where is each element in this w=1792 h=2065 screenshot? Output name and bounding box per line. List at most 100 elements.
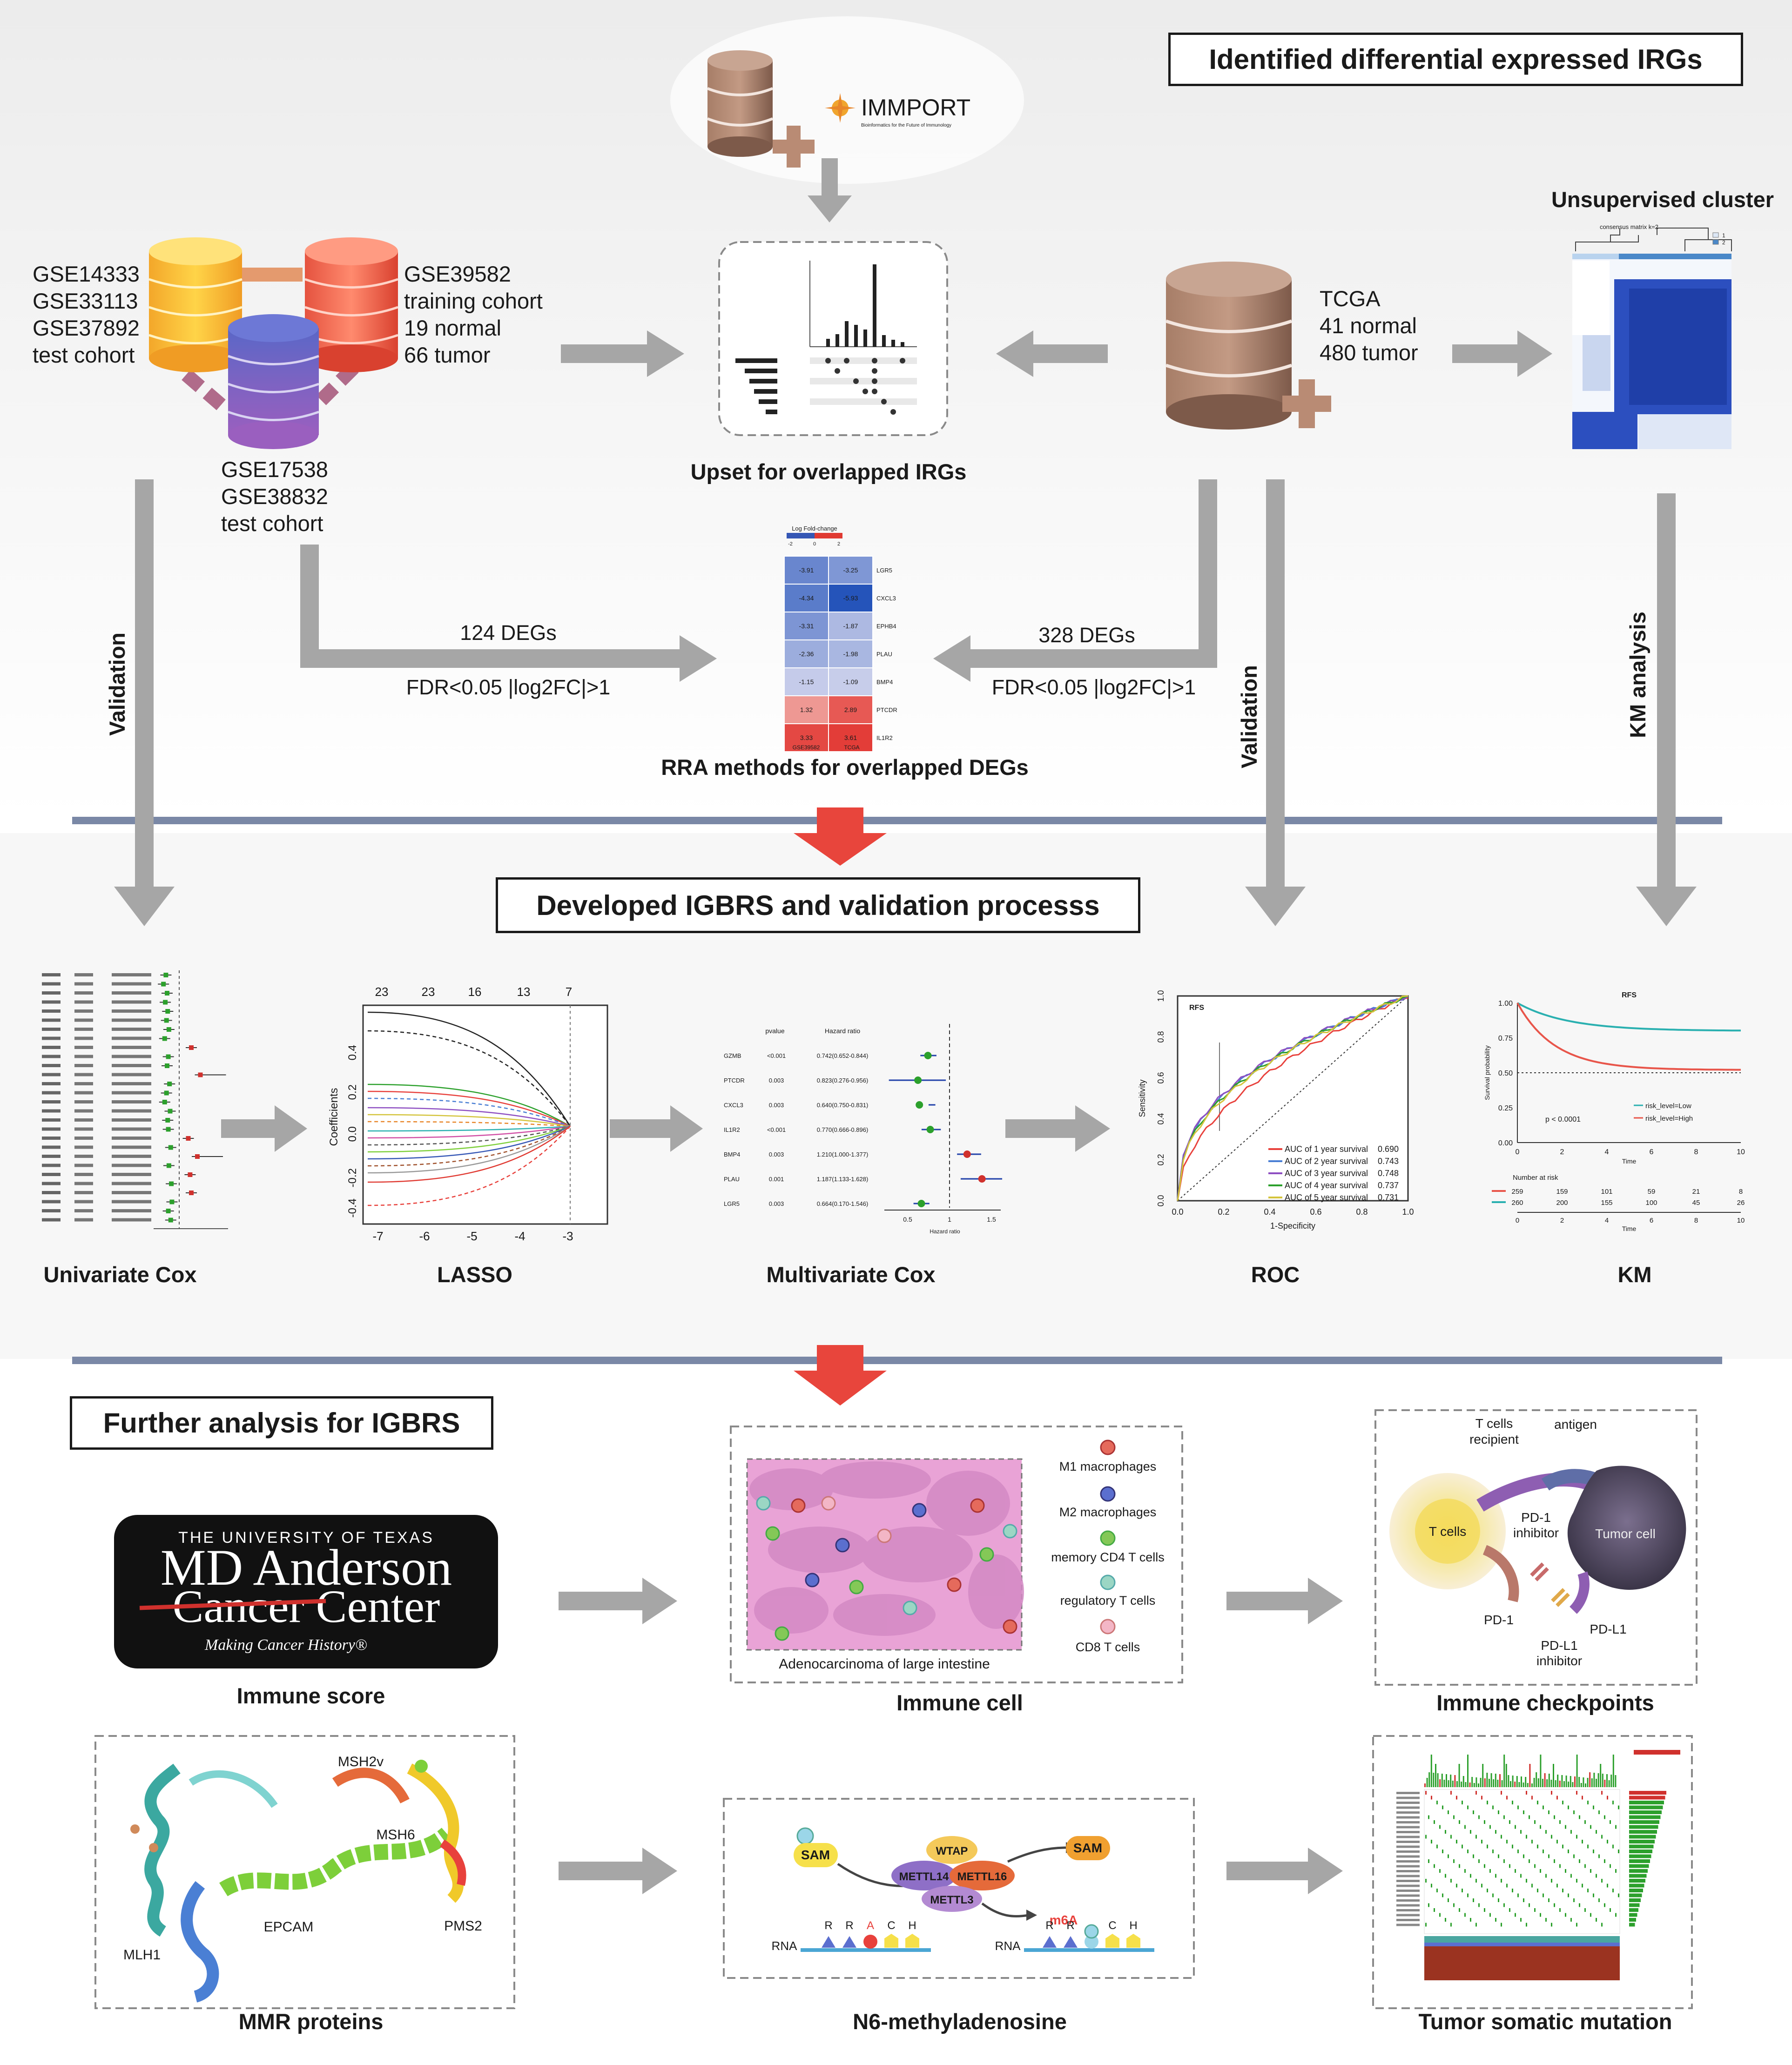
tsm-cell [1462, 1889, 1463, 1892]
univariate-gene-text [42, 1028, 61, 1031]
tsm-cell [1503, 1815, 1505, 1819]
tsm-cell [1573, 1854, 1575, 1858]
rra-cell-value: -5.93 [843, 594, 858, 602]
tsm-gene-text [1396, 1816, 1420, 1819]
arrow-score-to-cell [559, 1578, 677, 1624]
tsm-cell [1565, 1869, 1566, 1873]
multi-pvalue: <0.001 [767, 1126, 786, 1133]
tsm-cell [1487, 1801, 1488, 1804]
univariate-hr-text [112, 982, 151, 986]
roc-ylabel: Sensitivity [1138, 1079, 1147, 1117]
tsm-cell [1598, 1898, 1600, 1902]
tsm-top-bar [1439, 1779, 1441, 1787]
tsm-cell [1579, 1815, 1580, 1819]
univariate-hr-text [112, 1073, 151, 1076]
multi-x-tick: 1 [948, 1216, 951, 1223]
tsm-cell [1509, 1908, 1510, 1912]
tissue-label: Adenocarcinoma of large intestine [779, 1656, 990, 1672]
tsm-cell [1501, 1923, 1502, 1927]
arrow-lasso-to-multi [610, 1105, 703, 1152]
arrow-validation-right [1245, 479, 1306, 926]
immport-logo-icon [825, 93, 856, 123]
tsm-cell [1618, 1850, 1619, 1853]
roc-y-tick: 0.6 [1156, 1072, 1165, 1083]
tsm-gene-text [1396, 1821, 1420, 1823]
tsm-gene-text [1396, 1904, 1420, 1907]
consensus-matrix: consensus matrix k=2 1 2 [1572, 223, 1732, 449]
tsm-cell [1484, 1864, 1485, 1868]
tsm-cell [1562, 1801, 1563, 1804]
arrow-m6a-to-tsm [1226, 1848, 1343, 1894]
tsm-side-bar [1629, 1810, 1662, 1814]
km-y-tick: 0.50 [1498, 1069, 1513, 1077]
tsm-cell [1565, 1825, 1566, 1829]
roc-x-tick: 0.8 [1356, 1207, 1368, 1217]
univariate-point [166, 1127, 171, 1132]
rna-right-label: RNA [995, 1939, 1021, 1953]
tsm-top-bar [1576, 1755, 1578, 1787]
consensus-legend-2: 2 [1722, 239, 1725, 246]
univariate-gene-text [42, 1164, 61, 1167]
tsm-cell [1503, 1903, 1505, 1907]
geo-test1-text: GSE14333 GSE33113 GSE37892 test cohort [33, 262, 140, 367]
geo-databases [148, 237, 398, 449]
tsm-cell [1573, 1810, 1575, 1814]
tsm-cell [1590, 1825, 1591, 1829]
tsm-cell [1556, 1840, 1558, 1843]
checkpoint-panel: T cells recipient antigen T cells Tumor … [1374, 1409, 1698, 1686]
lasso-path [367, 1125, 571, 1167]
univariate-p-text [74, 1200, 93, 1204]
mdanderson-logo: THE UNIVERSITY OF TEXAS MD Anderson Canc… [114, 1515, 498, 1668]
tsm-cell [1529, 1859, 1530, 1863]
tsm-cell [1548, 1854, 1549, 1858]
tsm-cell [1523, 1810, 1524, 1814]
univariate-hr-text [112, 1118, 151, 1122]
rra-legend-tick-pos: 2 [837, 541, 840, 547]
tsm-cell [1607, 1796, 1608, 1800]
training-tumor-label: 66 tumor [404, 343, 490, 367]
red-down-arrow-1 [794, 807, 887, 866]
tsm-top-bar [1608, 1780, 1610, 1787]
km-risk-x-tick: 8 [1694, 1217, 1698, 1224]
multi-hr-text: 0.770(0.666-0.896) [817, 1126, 869, 1133]
multivariate-label: Multivariate Cox [766, 1262, 935, 1287]
univariate-point [166, 1209, 171, 1213]
km-analysis-label: KM analysis [1625, 612, 1650, 738]
univariate-point [165, 1118, 170, 1123]
mettl3-icon [922, 1886, 982, 1912]
fdr-left-label: FDR<0.05 |log2FC|>1 [406, 675, 611, 699]
tsm-top-bar [1452, 1781, 1454, 1787]
tsm-top-bar [1501, 1780, 1503, 1787]
treg-label: regulatory T cells [1060, 1594, 1156, 1608]
tsm-top-bar [1461, 1782, 1462, 1787]
tcga-database-icon [1165, 262, 1331, 430]
mmr-label: MMR proteins [239, 2009, 384, 2034]
tsm-side-bar [1629, 1869, 1648, 1873]
univariate-point [163, 973, 168, 977]
roc-legend-label: AUC of 5 year survival [1285, 1193, 1368, 1202]
multi-point [917, 1200, 925, 1207]
m2-label: M2 macrophages [1059, 1505, 1157, 1519]
tsm-side-bar [1629, 1850, 1652, 1853]
univariate-p-text [74, 1036, 93, 1040]
arrow-tcga-to-upset [996, 330, 1108, 377]
univariate-gene-text [42, 1200, 61, 1204]
tsm-top-bar [1553, 1764, 1554, 1787]
tsm-cell [1439, 1913, 1441, 1917]
tsm-cell [1517, 1850, 1519, 1853]
km-risk-low: 26 [1737, 1199, 1745, 1207]
univariate-p-text [74, 1118, 93, 1122]
immport-logo-text: IMMPORT [861, 94, 970, 121]
km-x-tick: 8 [1694, 1148, 1698, 1156]
tsm-cell [1506, 1796, 1508, 1800]
multi-hr-text: 0.742(0.652-0.844) [817, 1052, 869, 1059]
univariate-p-text [74, 1082, 93, 1085]
km-risk-high: 259 [1511, 1188, 1523, 1196]
lasso-y-tick: -0.4 [346, 1198, 359, 1217]
tsm-top-bar [1482, 1764, 1484, 1787]
univariate-gene-text [42, 1055, 61, 1058]
tsm-cell [1453, 1859, 1455, 1863]
m1-label: M1 macrophages [1059, 1460, 1157, 1473]
m1-cell-icon [1100, 1439, 1116, 1455]
